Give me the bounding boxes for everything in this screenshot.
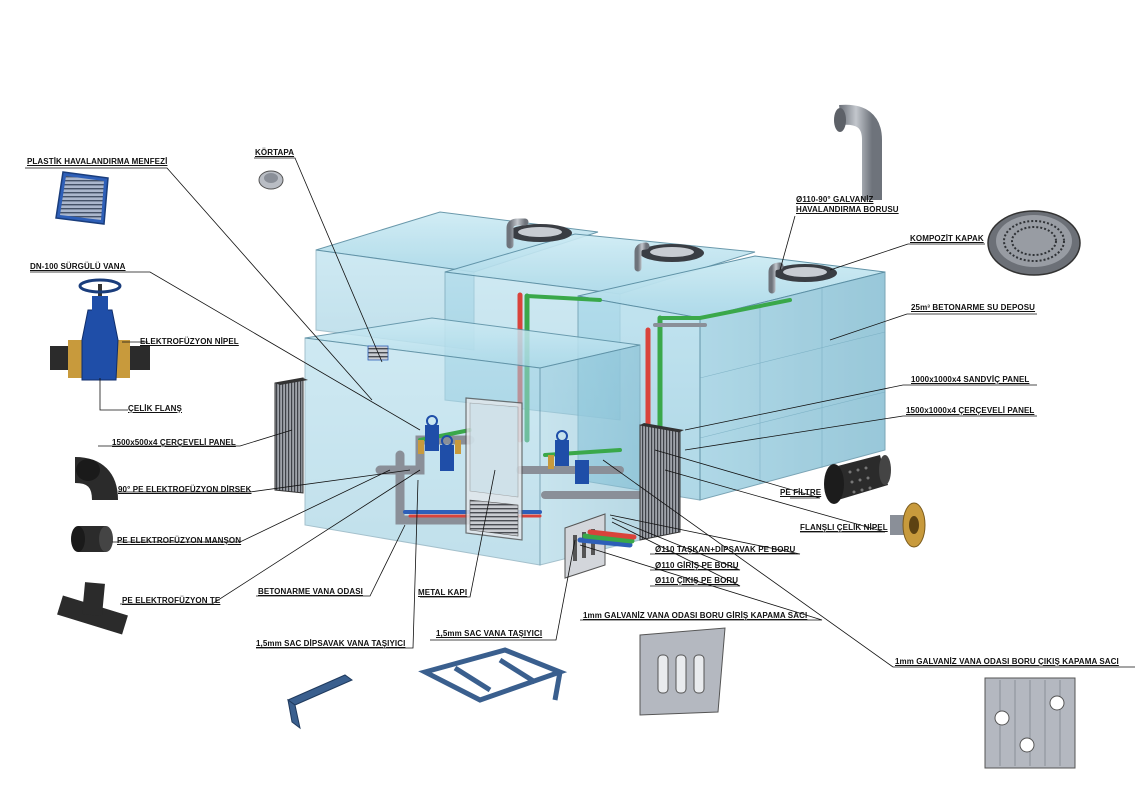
side-panel-right (639, 423, 684, 541)
exit-cover-plate-part (984, 677, 1076, 769)
label-valve-room: BETONARME VANA ODASI (258, 587, 363, 596)
pipe-entry-plate (564, 513, 637, 579)
label-steel-flange: ÇELİK FLANŞ (128, 404, 182, 413)
label-concrete-tank: 25m³ BETONARME SU DEPOSU (911, 303, 1036, 312)
label-pe-filter: PE FİLTRE (780, 488, 822, 497)
blind-plug-part (258, 170, 284, 190)
leader-lines (25, 157, 1135, 668)
label-exit-cover-plate: 1mm GALVANİZ VANA ODASI BORU ÇIKIŞ KAPAM… (895, 657, 1119, 666)
plastic-vent-part (55, 171, 109, 225)
label-galvanized-vent-pipe-line1: Ø110-90° GALVANİZ (796, 195, 874, 204)
label-outlet-pipe: Ø110 ÇIKIŞ PE BORU (655, 576, 739, 585)
label-galvanized-vent-pipe-line2: HAVALANDIRMA BORUSU (796, 205, 899, 214)
label-plastic-vent: PLASTİK HAVALANDIRMA MENFEZİ (27, 157, 168, 166)
label-pe-tee: PE ELEKTROFÜZYON TE (122, 596, 221, 605)
metal-door (465, 397, 523, 541)
label-sandwich-panel: 1000x1000x4 SANDVİÇ PANEL (911, 375, 1030, 384)
manhole-covers (508, 224, 837, 282)
galvanized-elbow-part (834, 104, 882, 200)
label-framed-panel-1500x1000: 1500x1000x4 ÇERÇEVELİ PANEL (906, 406, 1035, 415)
label-pe-elbow: 90° PE ELEKTROFÜZYON DİRSEK (118, 485, 252, 494)
label-blind-plug: KÖRTAPA (255, 148, 295, 157)
pe-elbow-part (74, 457, 118, 501)
label-metal-door: METAL KAPI (418, 588, 468, 597)
label-gate-valve: DN-100 SÜRGÜLÜ VANA (30, 262, 126, 271)
label-flanged-nipple: FLANŞLI ÇELİK NİPEL (800, 523, 888, 532)
label-inlet-pipe: Ø110 GİRİŞ PE BORU (655, 561, 739, 570)
pe-coupling-part (71, 526, 113, 552)
valve-carrier-part (418, 647, 568, 703)
valves-in-room (418, 415, 589, 484)
label-galvanized-vent-pipe: Ø110-90° GALVANİZ HAVALANDIRMA BORUSU (796, 195, 899, 215)
label-entry-cover-plate: 1mm GALVANİZ VANA ODASI BORU GİRİŞ KAPAM… (583, 611, 808, 620)
composite-cover-part (987, 210, 1081, 276)
pe-tee-part (57, 582, 128, 635)
label-framed-panel-1500x500: 1500x500x4 ÇERÇEVELİ PANEL (112, 438, 236, 447)
entry-cover-plate-part (639, 627, 726, 716)
label-valve-carrier: 1,5mm SAC VANA TAŞIYICI (436, 629, 543, 638)
vent-pipes-top (506, 218, 784, 294)
gate-valve-part (50, 278, 150, 381)
drain-valve-bracket-part (286, 674, 354, 730)
flanged-nipple-part (890, 502, 926, 548)
pe-filter-part (824, 455, 891, 504)
label-pe-coupling: PE ELEKTROFÜZYON MANŞON (117, 536, 242, 545)
label-composite-cover: KOMPOZİT KAPAK (910, 234, 984, 243)
label-overflow-pipe: Ø110 TAŞKAN+DİPSAVAK PE BORU (655, 545, 796, 554)
label-drain-valve-carrier: 1,5mm SAC DİPSAVAK VANA TAŞIYICI (256, 639, 406, 648)
side-panel-left (274, 377, 308, 494)
label-electrofusion-nipple: ELEKTROFÜZYON NİPEL (140, 337, 239, 346)
